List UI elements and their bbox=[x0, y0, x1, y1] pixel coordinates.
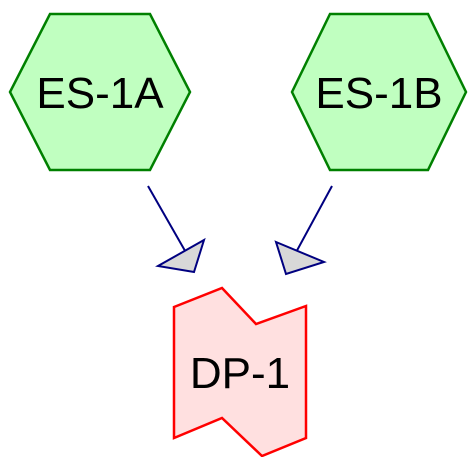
edge-es-1a-to-dp-1[interactable] bbox=[147, 185, 206, 274]
edge-es-1b-line bbox=[293, 185, 333, 257]
edge-es-1b-to-dp-1[interactable] bbox=[274, 185, 333, 276]
node-es-1b[interactable]: ES-1B bbox=[290, 12, 468, 172]
edge-es-1a-line bbox=[147, 185, 189, 257]
node-dp-1-label: DP-1 bbox=[190, 349, 290, 398]
node-dp-1-shape bbox=[172, 286, 308, 457]
node-es-1b-label: ES-1B bbox=[315, 69, 442, 118]
node-es-1a[interactable]: ES-1A bbox=[8, 12, 192, 172]
node-dp-1[interactable]: DP-1 bbox=[172, 286, 308, 457]
edge-es-1a-arrowhead-icon bbox=[155, 237, 206, 274]
edge-es-1b-arrowhead-icon bbox=[274, 240, 327, 276]
node-es-1a-label: ES-1A bbox=[36, 69, 164, 118]
node-es-1b-shape bbox=[290, 12, 468, 172]
node-es-1a-shape bbox=[8, 12, 192, 172]
